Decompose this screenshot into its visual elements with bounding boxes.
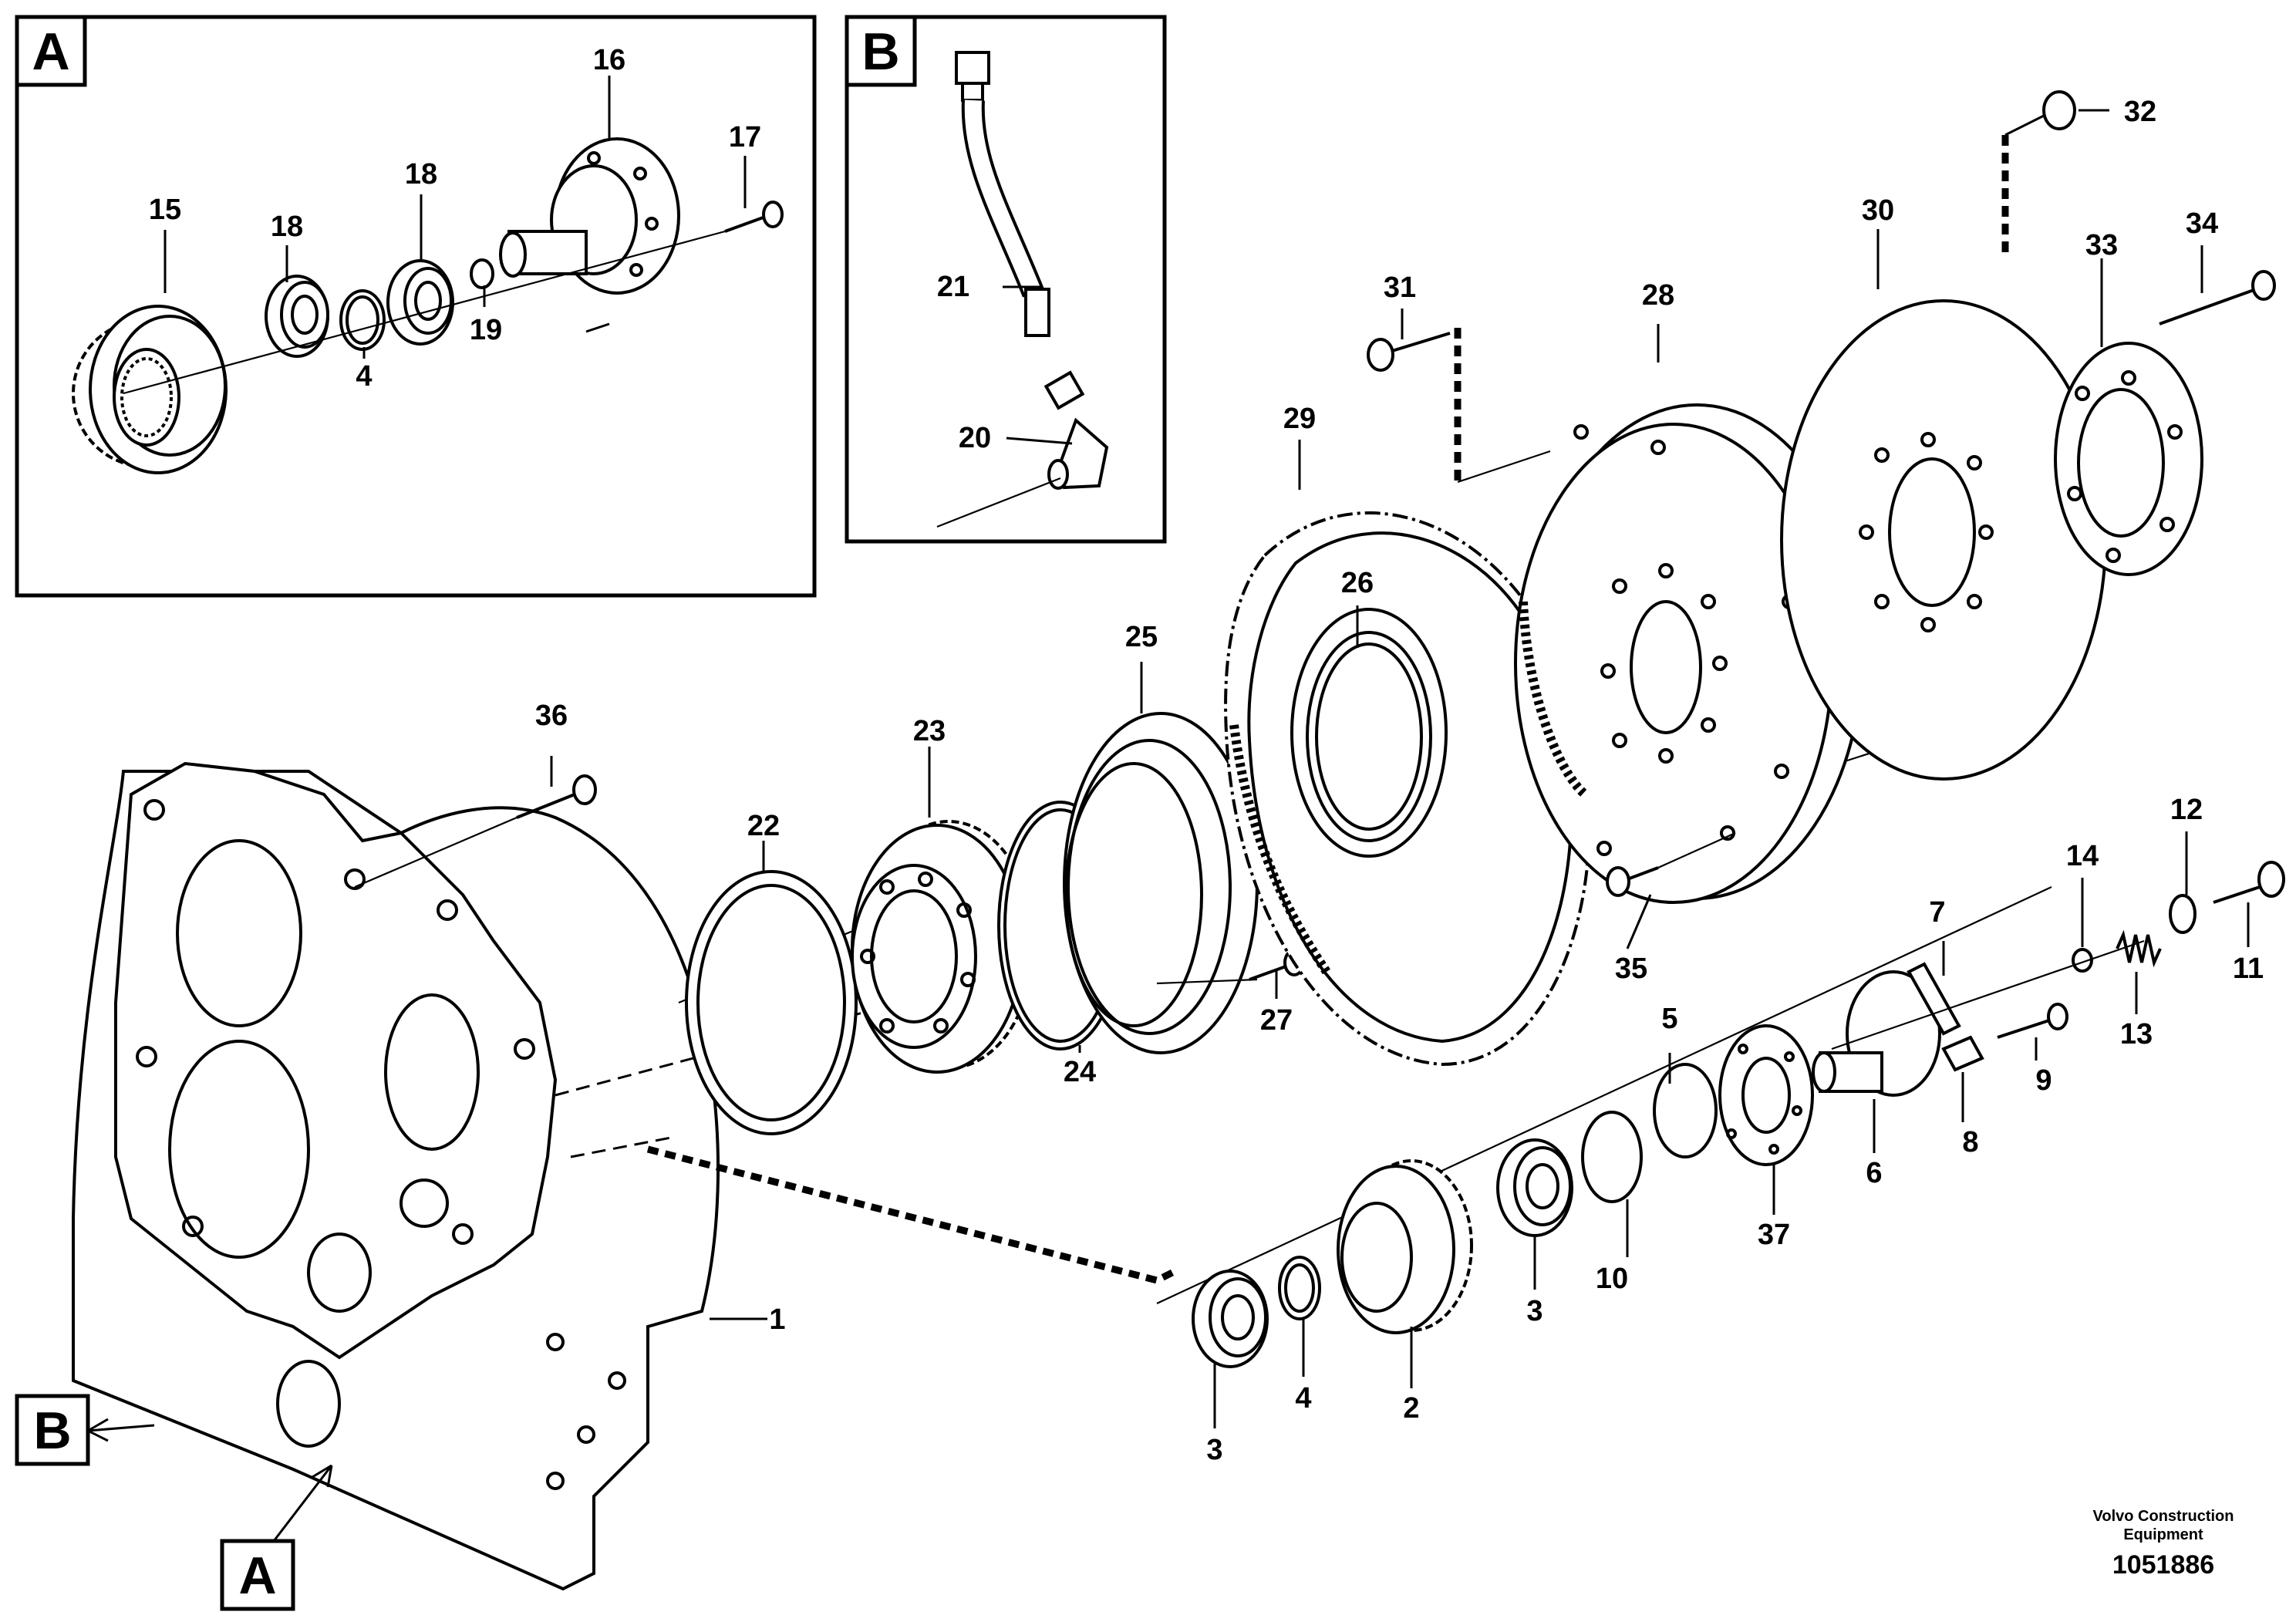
callout-37: 37: [1758, 1219, 1790, 1251]
bearing-3-right: [1496, 1138, 1573, 1237]
callout-33: 33: [2085, 229, 2118, 261]
drawing-number: 1051886: [2112, 1550, 2214, 1580]
callout-21: 21: [937, 271, 969, 303]
callout-3-right: 3: [1526, 1295, 1542, 1327]
seal-ring-22: [685, 870, 858, 1135]
callout-11: 11: [2233, 953, 2264, 985]
callout-9: 9: [2035, 1064, 2052, 1097]
gear-15: [72, 305, 228, 474]
callout-27: 27: [1260, 1004, 1293, 1037]
callout-2: 2: [1403, 1392, 1419, 1425]
detail-a-axis: [123, 230, 726, 395]
shaft-flange-6: [1812, 970, 1941, 1097]
bearing-3-left: [1192, 1270, 1269, 1368]
callout-29: 29: [1283, 403, 1316, 435]
bolt-17: [724, 201, 784, 233]
gasket-37: [1718, 1024, 1814, 1166]
washer-19: [470, 258, 494, 289]
callout-8: 8: [1962, 1126, 1978, 1158]
callout-12: 12: [2170, 794, 2203, 826]
bearing-18-right: [386, 259, 454, 346]
o-ring-10: [1581, 1111, 1643, 1203]
callout-13: 13: [2120, 1018, 2153, 1050]
callout-16: 16: [593, 44, 625, 76]
detail-b-panel: B 21 20: [845, 15, 1167, 544]
detail-a-label: A: [32, 22, 69, 81]
callout-24: 24: [1064, 1056, 1096, 1088]
washer-32: [2042, 90, 2076, 130]
callout-35: 35: [1615, 953, 1647, 985]
bolt-34: [2159, 270, 2276, 325]
flex-plate-30: [1780, 299, 2107, 781]
bolt-9: [1997, 1003, 2068, 1039]
bearing-18-left: [265, 275, 329, 358]
lock-plate-8: [1941, 1035, 1984, 1072]
clamping-ring-33: [2054, 342, 2203, 576]
svg-text:A: A: [238, 1546, 276, 1605]
detail-b-label: B: [861, 22, 899, 81]
detail-a-panel: A: [15, 15, 817, 598]
callout-32: 32: [2124, 96, 2156, 128]
callout-26: 26: [1341, 567, 1374, 599]
callout-25: 25: [1125, 621, 1158, 653]
bolt-36: [516, 774, 597, 819]
callout-1: 1: [769, 1303, 785, 1336]
callout-23: 23: [913, 715, 946, 747]
gearbox-housing-1: [72, 761, 720, 1591]
hose-21: [955, 51, 1085, 410]
callout-18-left: 18: [271, 211, 303, 243]
retainer-25: [1063, 712, 1259, 1054]
gear-23: [851, 820, 1035, 1074]
callout-5: 5: [1661, 1003, 1677, 1035]
callout-6: 6: [1866, 1157, 1882, 1189]
svg-text:B: B: [33, 1401, 71, 1460]
seal-26: [1290, 608, 1448, 858]
bolt-35: [1606, 866, 1659, 897]
washer-12: [2169, 894, 2197, 934]
flywheel-28: [1514, 403, 1864, 904]
callout-20: 20: [959, 422, 991, 454]
ball-14: [2072, 948, 2093, 973]
lock-plate-7: [1907, 962, 1961, 1036]
callout-15: 15: [149, 194, 181, 226]
reference-marker-a: A: [220, 1464, 333, 1611]
plug-11: [2213, 861, 2285, 904]
flanged-shaft-16: [499, 137, 680, 295]
callout-4-detail: 4: [356, 360, 372, 393]
ring-5: [1653, 1063, 1718, 1158]
callout-22: 22: [747, 810, 780, 842]
callout-17: 17: [729, 121, 761, 153]
reference-marker-b: B: [15, 1394, 155, 1466]
callout-28: 28: [1642, 279, 1674, 312]
callout-7: 7: [1929, 896, 1945, 929]
callout-31: 31: [1384, 271, 1416, 304]
callout-4-main: 4: [1295, 1382, 1311, 1415]
bolt-31: [1367, 332, 1451, 372]
gear-2: [1337, 1159, 1473, 1334]
publisher-line-1: Volvo Construction: [2093, 1508, 2234, 1525]
callout-19: 19: [470, 314, 502, 346]
callout-36: 36: [535, 700, 568, 732]
callout-18-right: 18: [405, 158, 437, 191]
callout-3-left: 3: [1206, 1434, 1222, 1466]
callout-34: 34: [2186, 207, 2218, 240]
publisher-line-2: Equipment: [2123, 1526, 2203, 1543]
callout-30: 30: [1862, 194, 1894, 227]
assembly-chain-line: [646, 1145, 1175, 1284]
callout-14: 14: [2066, 840, 2099, 872]
callout-10: 10: [1596, 1263, 1628, 1295]
spring-13: [2116, 929, 2162, 968]
